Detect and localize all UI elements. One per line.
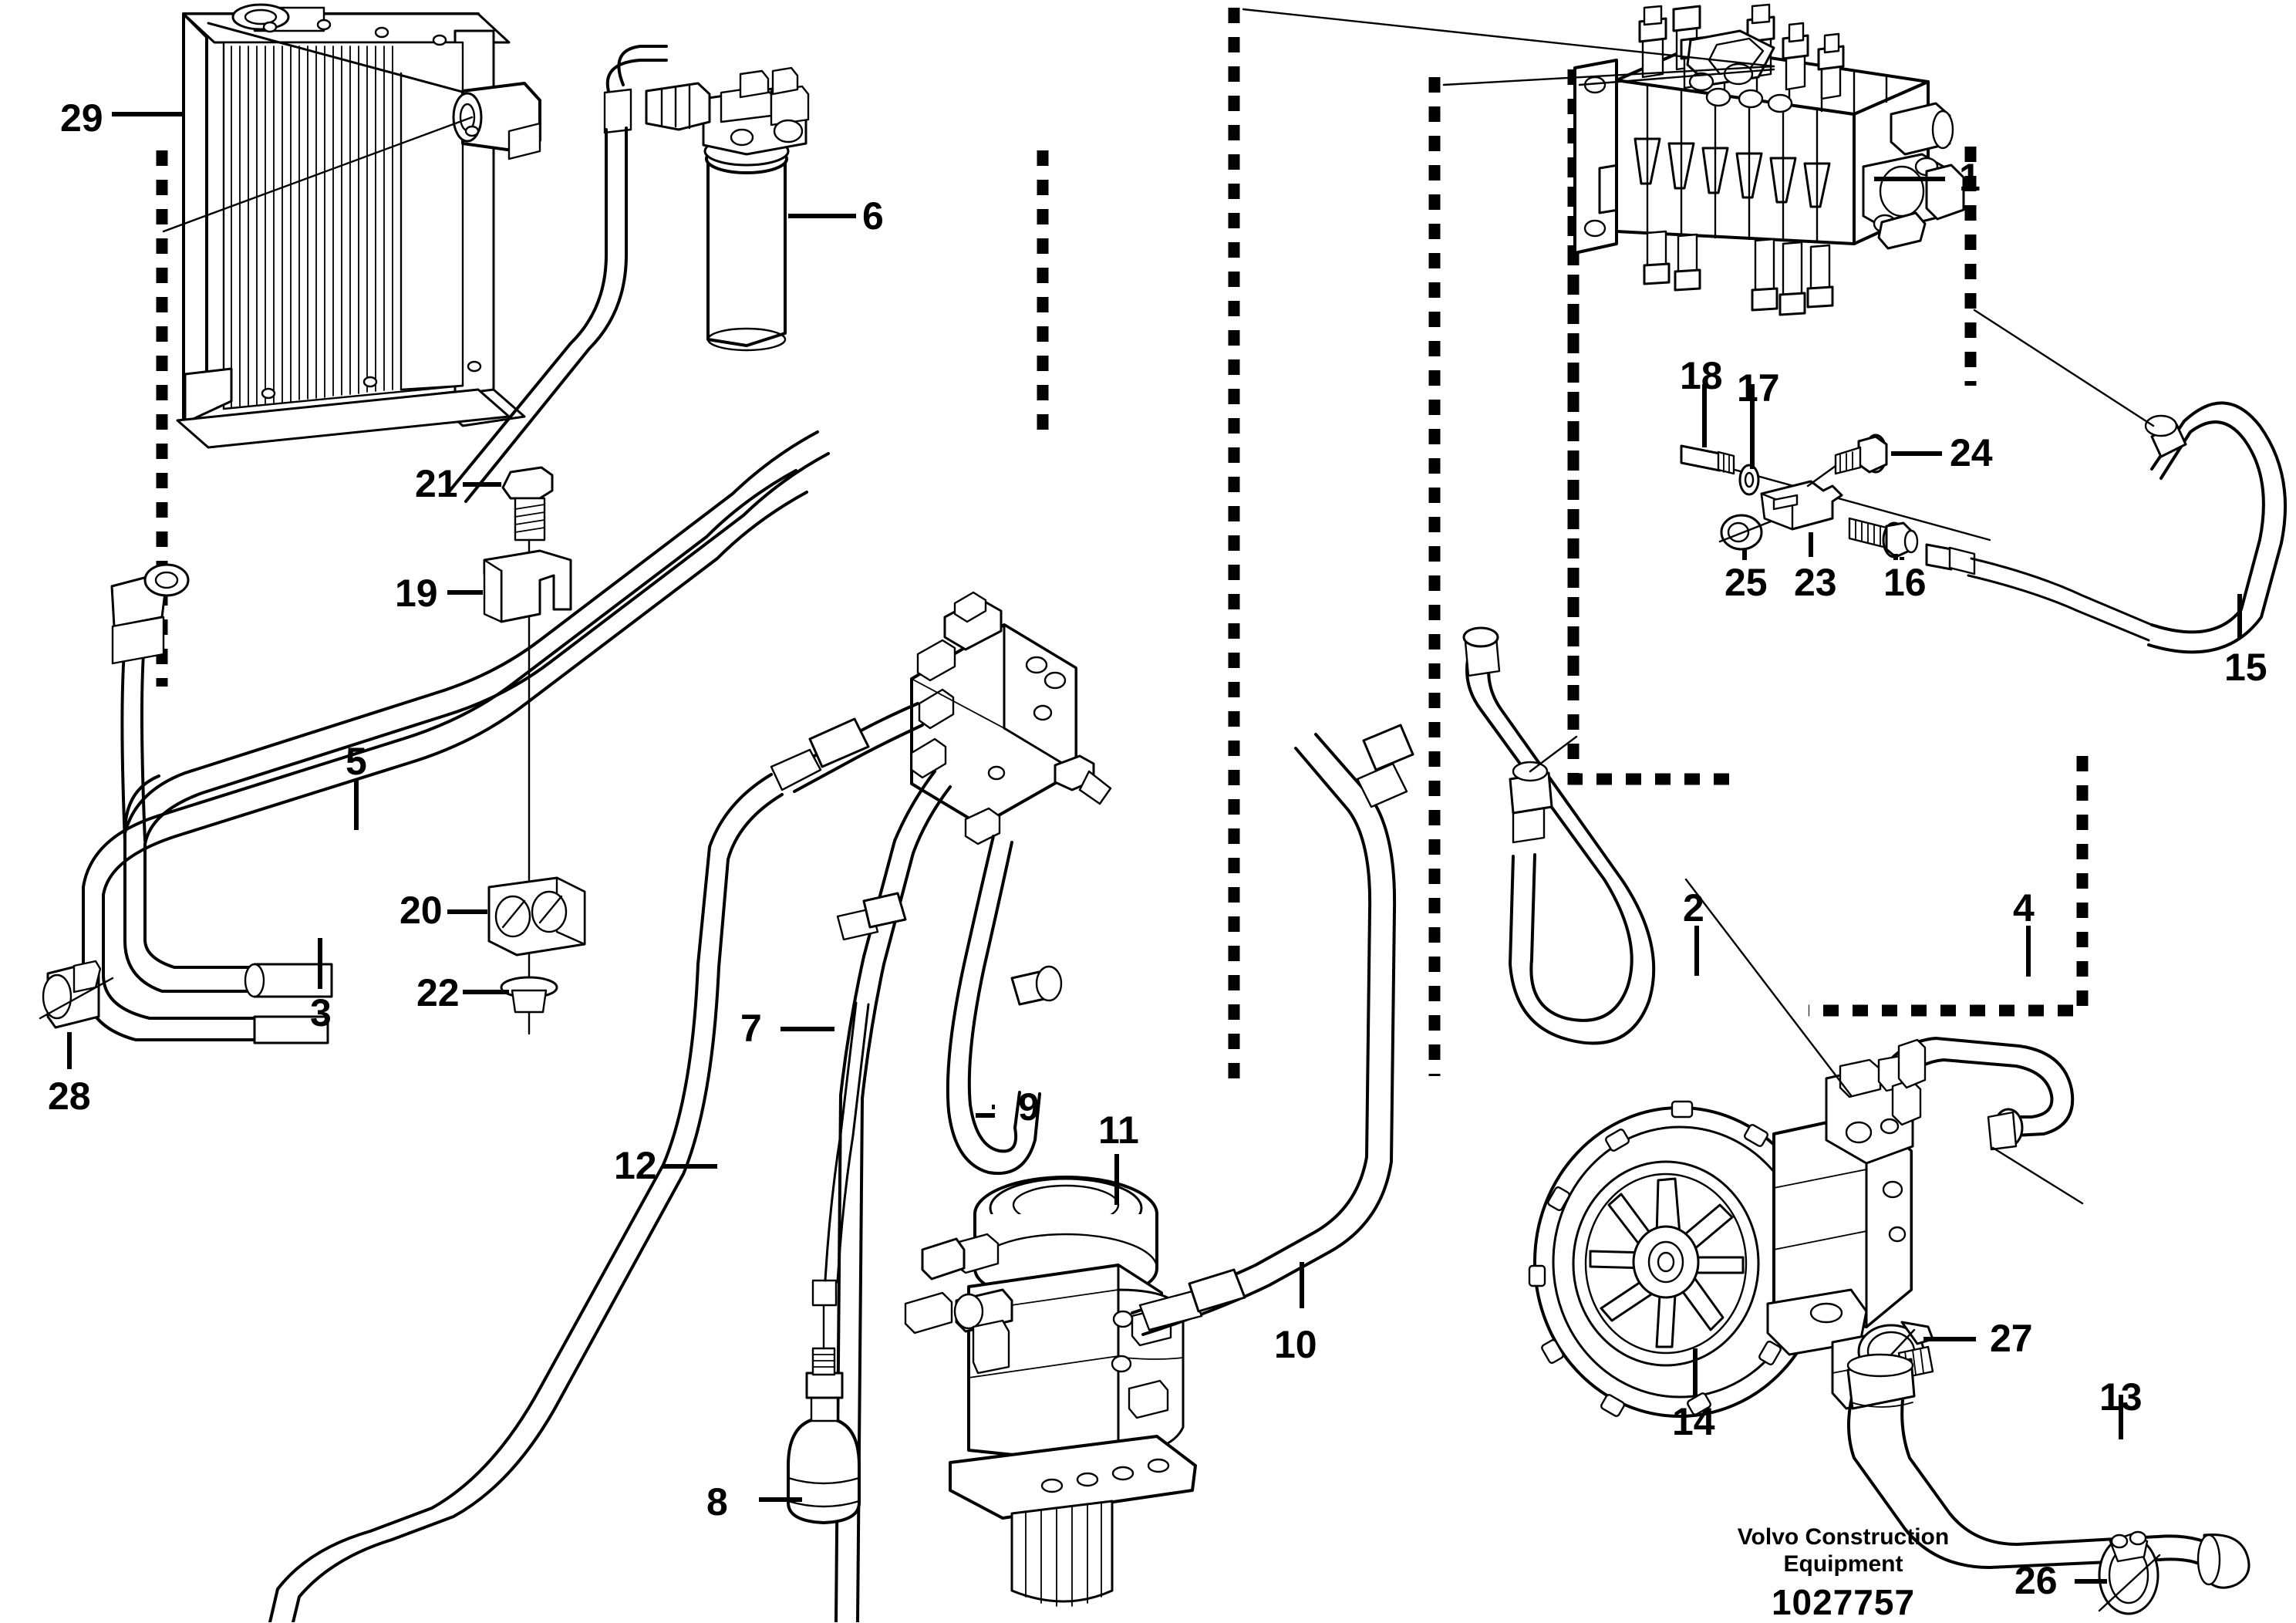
callout-2: 2 xyxy=(1683,886,1704,930)
callout-12: 12 xyxy=(614,1144,657,1187)
callout-9: 9 xyxy=(1018,1085,1040,1129)
pilot-hose-15 xyxy=(1973,309,2288,654)
pipe-clip-part-28 xyxy=(39,960,114,1069)
main-control-valve-part-1 xyxy=(1242,3,1965,316)
callout-5: 5 xyxy=(346,740,367,783)
brand-line-2: Equipment xyxy=(1783,1551,1903,1577)
callout-11: 11 xyxy=(1098,1108,1139,1152)
callout-8: 8 xyxy=(706,1480,728,1523)
hardware-cluster xyxy=(1680,384,2153,642)
callout-19: 19 xyxy=(395,572,438,615)
callout-24: 24 xyxy=(1950,431,1993,474)
callout-1: 1 xyxy=(1959,156,1981,199)
clamp-stack-19-20-21-22 xyxy=(447,466,586,1035)
hose-2 xyxy=(1462,626,1699,1045)
callout-21: 21 xyxy=(415,462,458,505)
part-number: 1027757 xyxy=(1771,1581,1916,1622)
callout-28: 28 xyxy=(48,1075,91,1118)
dashed-reference-lines xyxy=(156,8,2089,1080)
callout-14: 14 xyxy=(1672,1400,1715,1443)
oil-cooler-part-29 xyxy=(112,3,541,449)
callout-6: 6 xyxy=(862,194,884,238)
callout-10: 10 xyxy=(1274,1323,1317,1366)
swing-motor-feed-pipe-10 xyxy=(1131,724,1414,1336)
valve-hoses-7-12-9 xyxy=(268,702,1063,1622)
callout-18: 18 xyxy=(1680,354,1723,397)
callout-29: 29 xyxy=(60,96,103,140)
brand-line-1: Volvo Construction xyxy=(1737,1524,1950,1550)
suction-hose-part-13 xyxy=(1846,1353,2250,1589)
accumulator-part-8 xyxy=(759,1001,870,1524)
callout-7: 7 xyxy=(740,1007,762,1050)
callout-4: 4 xyxy=(2013,886,2035,930)
v-band-clamp-part-26 xyxy=(2075,1530,2161,1615)
callout-25: 25 xyxy=(1725,561,1768,604)
valve-stems-bottom xyxy=(1643,230,1834,316)
callout-26: 26 xyxy=(2014,1559,2058,1602)
callout-16: 16 xyxy=(1883,561,1927,604)
center-valve-block xyxy=(910,591,1112,845)
return-filter-part-6 xyxy=(645,66,856,352)
callout-13: 13 xyxy=(2099,1375,2143,1419)
filter-inlet-pipe xyxy=(446,45,668,503)
callout-23: 23 xyxy=(1794,561,1837,604)
callout-3: 3 xyxy=(310,991,332,1034)
callout-17: 17 xyxy=(1737,366,1780,410)
swing-motor-part-11 xyxy=(904,1154,1197,1607)
callout-27: 27 xyxy=(1990,1317,2033,1360)
callout-20: 20 xyxy=(400,889,443,932)
footer-block: Volvo Construction Equipment 1027757 xyxy=(1681,1523,2005,1623)
cooler-pipes-5-3 xyxy=(82,430,830,1044)
callout-15: 15 xyxy=(2224,646,2267,689)
callout-22: 22 xyxy=(416,971,460,1014)
